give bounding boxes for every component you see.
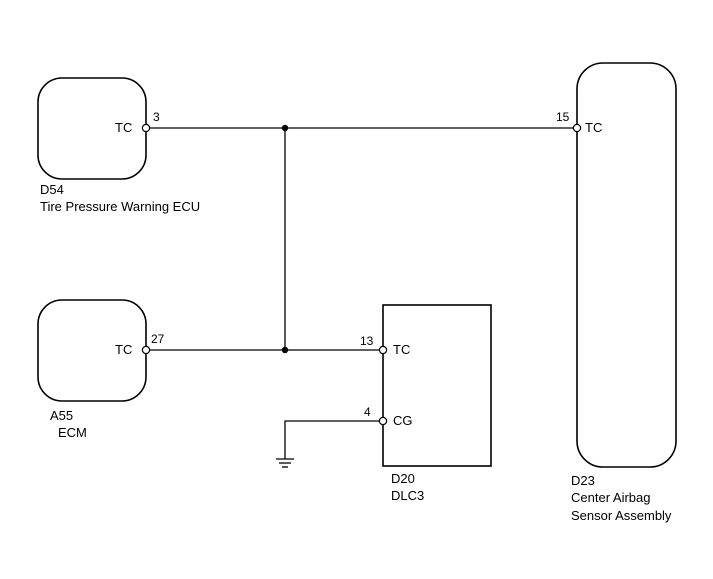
d23-component: TC 15 D23 Center Airbag Sensor Assembly [556,62,677,523]
d20-cg-terminal [378,416,388,426]
d20-code: D20 [391,471,415,486]
d20-cg-pin-number: 4 [364,405,371,419]
d54-pin-number: 3 [153,110,160,124]
d54-name: Tire Pressure Warning ECU [40,199,200,214]
d23-terminal [572,123,582,133]
junction-bottom [281,346,289,354]
a55-terminal [141,345,151,355]
d20-tc-terminal [378,345,388,355]
d23-terminal-label: TC [585,120,602,135]
a55-component: TC 27 A55 ECM [37,299,165,440]
a55-name: ECM [58,425,87,440]
d54-terminal [141,123,151,133]
d23-code: D23 [571,473,595,488]
d20-component: TC 13 CG 4 D20 DLC3 [360,304,492,503]
a55-pin-number: 27 [151,332,165,346]
d23-name-line1: Center Airbag [571,490,651,505]
d54-code: D54 [40,182,64,197]
a55-code: A55 [50,408,73,423]
d54-component: TC 3 D54 Tire Pressure Warning ECU [37,77,200,214]
a55-terminal-label: TC [115,342,132,357]
d20-tc-pin-number: 13 [360,334,374,348]
d20-tc-terminal-label: TC [393,342,410,357]
ground-icon [276,458,294,468]
d54-terminal-label: TC [115,120,132,135]
d23-box [576,62,677,468]
junction-top [281,124,289,132]
d23-name-line2: Sensor Assembly [571,508,672,523]
wire-d20-cg-to-ground [284,420,379,459]
d20-box [382,304,492,467]
d20-cg-terminal-label: CG [393,413,413,428]
d20-name: DLC3 [391,488,424,503]
d23-pin-number: 15 [556,110,570,124]
